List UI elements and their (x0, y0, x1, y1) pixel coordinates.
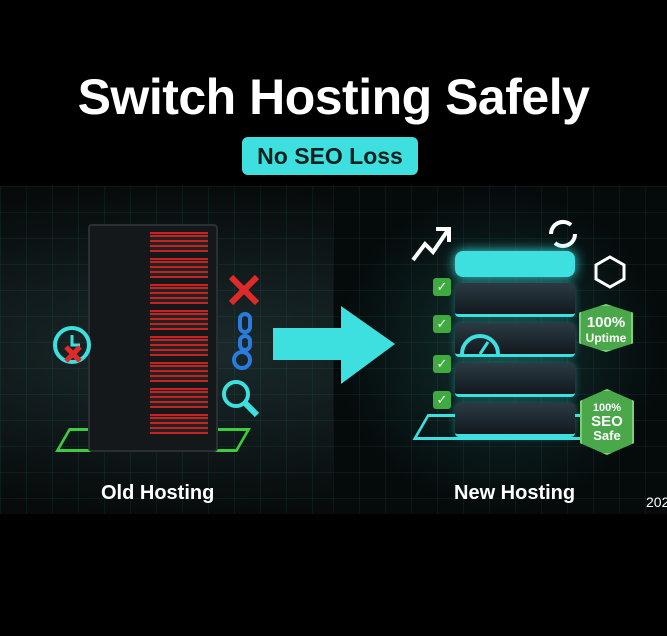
speedometer-icon (460, 334, 500, 355)
seo-safe-badge: 100% SEO Safe (580, 389, 634, 455)
broken-link-icon (232, 312, 252, 370)
trend-up-icon (411, 227, 451, 262)
old-hosting-label: Old Hosting (101, 482, 215, 504)
new-hosting-label: New Hosting (454, 482, 576, 504)
old-server-rack-icon (88, 224, 218, 452)
new-server-stack-icon (455, 251, 575, 443)
checkmark-icon: ✓ (433, 315, 451, 333)
uptime-badge: 100% Uptime (579, 304, 633, 352)
migration-arrow-icon (273, 306, 395, 384)
year-text: 202 (646, 494, 667, 510)
checkmark-icon: ✓ (433, 278, 451, 296)
cube-icon (594, 255, 626, 289)
search-magnifier-icon (222, 380, 260, 418)
checkmark-icon: ✓ (433, 355, 451, 373)
red-x-icon (228, 274, 260, 306)
main-title: Switch Hosting Safely (77, 69, 590, 125)
checkmark-icon: ✓ (433, 391, 451, 409)
illustration: Old Hosting ✓ ✓ ✓ ✓ 100% Uptime 100% SEO… (0, 186, 667, 514)
subtitle-badge: No SEO Loss (242, 137, 418, 175)
clock-error-icon (53, 326, 91, 364)
sync-icon (548, 219, 578, 249)
